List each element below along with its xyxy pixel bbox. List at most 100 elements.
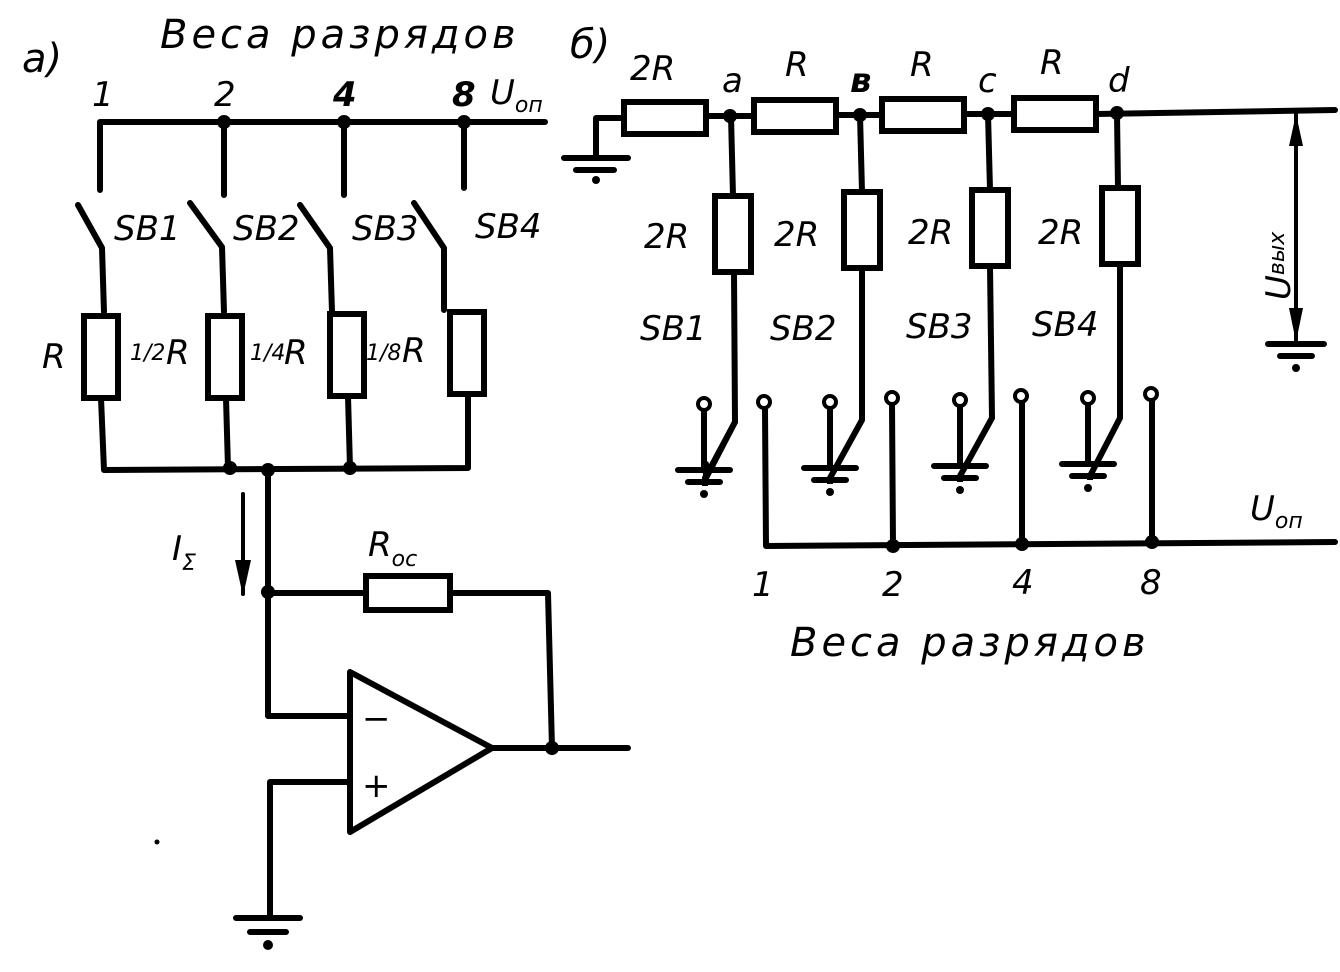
reference-bus [97,119,548,193]
output-voltage-label: Uвых [1259,231,1299,300]
junction-dot [337,115,351,129]
junction-dot [343,461,357,475]
junction-dot [1145,535,1159,549]
resistor-quarter-r [327,311,367,399]
series-resistor-r [1011,95,1099,133]
noninverting-input-wire [267,779,351,921]
series-resistor-r [751,97,839,135]
series-resistor-label: 2R [630,49,675,89]
ground-contact-2 [801,394,859,496]
switch-sb3 [297,202,335,315]
shunt-resistor-label: 2R [908,213,953,253]
mask [1075,480,1105,620]
series-resistor-label: R [910,45,934,85]
series-resistor-2r [621,99,709,137]
switch-label: SB3 [906,307,973,347]
switch-sb1 [75,202,107,315]
stray-mark [154,839,160,845]
weight-label: 8 [452,75,476,115]
weight-label: 8 [1140,563,1162,603]
switch-label: SB1 [114,209,181,249]
shunt-resistor-label: 2R [644,217,689,257]
resistor-r [81,313,121,401]
feedback-resistor [363,573,453,613]
junction-dot [545,741,559,755]
ground-contact-1 [675,396,733,498]
switch-label: SB2 [770,309,837,349]
weight-label: 4 [332,75,357,115]
switch-label: SB3 [352,209,419,249]
weight-label: 2 [214,75,236,115]
node-label: d [1108,61,1130,101]
feedback-wire [265,590,555,751]
shunt-resistor [841,189,883,271]
switch-sb2 [187,200,227,315]
ground-contact-4 [1059,390,1117,492]
mask [815,484,845,624]
node-label: a [722,61,743,101]
weight-label: 1 [752,565,774,605]
switch-sb4 [411,200,447,313]
series-resistor-label: R [785,45,809,85]
shunt-resistor [1099,185,1141,267]
weight-label: 4 [1012,563,1034,603]
panel-a: а) Веса разрядов 1 2 4 8 Uоп SB1 SB2 SB3… [22,12,631,950]
contact-terminal [884,390,900,406]
opamp-minus: − [362,699,391,739]
mask [945,482,975,622]
ground-icon [561,155,631,184]
feedback-label: Rос [368,525,417,572]
resistor-fraction: 1/2 [130,341,165,366]
switch-label: SB4 [1032,305,1099,345]
resistor-label: R [402,331,426,371]
panel-b-label: б) [570,22,610,68]
sum-bus [98,391,471,473]
junction-dot [886,539,900,553]
opamp-plus: + [362,766,391,806]
reference-drops [889,397,1155,549]
shunt-resistor [969,187,1011,269]
node-label: c [978,61,997,101]
resistor-label: R [166,333,190,373]
weight-label: 1 [92,75,114,115]
panel-a-label: а) [22,36,62,82]
sum-drops [223,393,353,471]
mask [690,486,720,626]
junction-dot [457,115,471,129]
branch-sb2 [827,112,883,615]
reference-voltage-label: Uоп [1250,489,1303,534]
weight-label: 2 [882,565,904,605]
panel-a-title: Веса разрядов [160,12,520,58]
contact-terminal [1013,388,1029,404]
ground-wire [593,115,627,161]
resistor-fraction: 1/4 [250,341,285,366]
panel-b: б) 2R R R R a в c d [561,22,1338,666]
junction-dot [217,115,231,129]
switch-label: SB2 [233,209,300,249]
contact-terminal [1143,386,1159,402]
panel-b-title: Веса разрядов [790,620,1150,666]
resistor-fraction: 1/8 [366,341,401,366]
inverting-input-wire [265,467,351,719]
branch-sb4 [1087,110,1141,609]
arrow-head-icon [235,560,251,596]
junction-dot [1015,537,1029,551]
shunt-resistor-label: 2R [1038,213,1083,253]
series-resistor-label: R [1040,43,1064,83]
bus-drops [221,119,467,198]
contact-terminal [756,394,772,410]
resistor-eighth-r [447,309,487,397]
junction-dot [223,461,237,475]
ground-contact-3 [931,392,989,494]
switch-label: SB4 [475,207,542,247]
current-label: IΣ [172,529,196,576]
shunt-resistor-label: 2R [774,215,819,255]
reference-voltage-label: Uоп [490,73,543,118]
opamp-triangle [347,669,495,835]
node-label: в [850,61,872,101]
output-voltage-arrow [1265,110,1327,372]
switch-label: SB1 [640,309,707,349]
shunt-resistor [712,193,754,275]
resistor-label: R [284,333,308,373]
